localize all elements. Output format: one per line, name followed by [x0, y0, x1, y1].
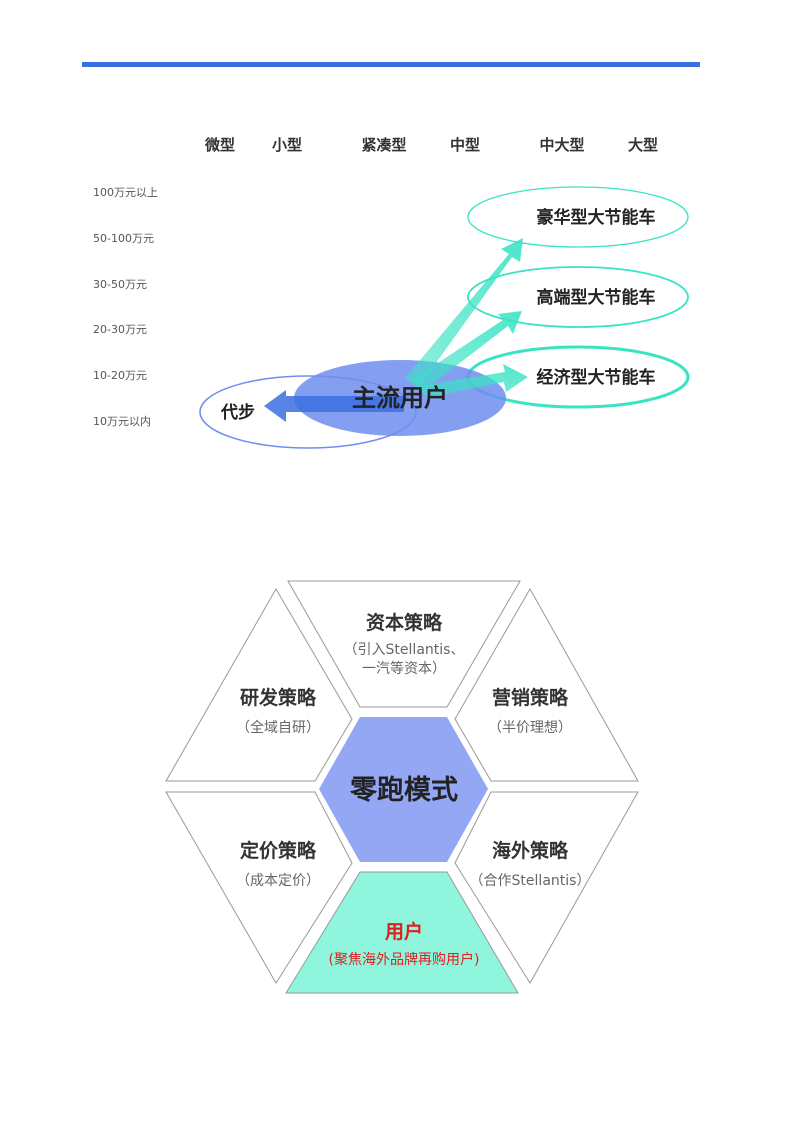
price-tier-10-20: 10-20万元: [93, 369, 147, 382]
center-label: 零跑模式: [349, 775, 458, 806]
capital-subtitle-line2: 一汽等资本）: [362, 660, 446, 677]
arrow-to-economy: [420, 364, 528, 398]
marketing-title: 营销策略: [492, 686, 569, 709]
downgrade-label: 代步: [220, 402, 255, 423]
downgrade-arrow: [264, 390, 404, 422]
price-tier-20-30: 20-30万元: [93, 323, 147, 336]
target-label-economy: 经济型大节能车: [537, 367, 656, 388]
target-label-premium: 高端型大节能车: [537, 287, 656, 308]
column-header-large: 大型: [628, 136, 658, 154]
segment-pricing: [165, 791, 353, 984]
rnd-title: 研发策略: [240, 686, 317, 709]
center-hexagon: [319, 717, 488, 862]
column-header-compact: 紧凑型: [361, 136, 406, 154]
column-header-micro: 微型: [204, 136, 235, 154]
pricing-subtitle: （成本定价）: [236, 873, 320, 889]
arrow-to-luxury: [405, 238, 523, 388]
segment-capital: [287, 580, 521, 708]
column-header-small: 小型: [272, 136, 302, 154]
capital-subtitle-line1: （引入Stellantis、: [344, 642, 465, 658]
target-ellipse-premium: [467, 266, 689, 328]
price-tier-30-50: 30-50万元: [93, 278, 147, 291]
main-user-label: 主流用户: [352, 384, 448, 412]
top-accent-bar: [82, 62, 700, 67]
marketing-subtitle: （半价理想）: [488, 720, 572, 736]
user-title: 用户: [385, 920, 423, 943]
column-header-midlarge: 中大型: [539, 136, 584, 154]
capital-title: 资本策略: [366, 611, 443, 634]
price-tier-50-100: 50-100万元: [93, 232, 154, 245]
target-label-luxury: 豪华型大节能车: [537, 207, 656, 228]
segment-overseas: [454, 791, 639, 984]
overseas-title: 海外策略: [492, 839, 569, 862]
price-tier-100plus: 100万元以上: [93, 186, 158, 199]
overseas-subtitle: （合作Stellantis）: [470, 873, 591, 889]
segment-user: [285, 871, 519, 994]
price-tier-under-10: 10万元以内: [93, 414, 151, 428]
target-ellipse-luxury: [467, 186, 689, 248]
column-header-mid: 中型: [450, 136, 480, 154]
pricing-title: 定价策略: [240, 839, 317, 862]
segment-marketing: [454, 587, 639, 782]
user-subtitle: (聚焦海外品牌再购用户): [329, 951, 480, 968]
rnd-subtitle: （全域自研）: [236, 719, 320, 736]
positioning-diagram: 微型 小型 紧凑型 中型 中大型 大型 100万元以上 50-100万元 30-…: [93, 136, 690, 449]
segment-rnd: [165, 588, 353, 782]
arrow-to-premium: [412, 311, 522, 392]
